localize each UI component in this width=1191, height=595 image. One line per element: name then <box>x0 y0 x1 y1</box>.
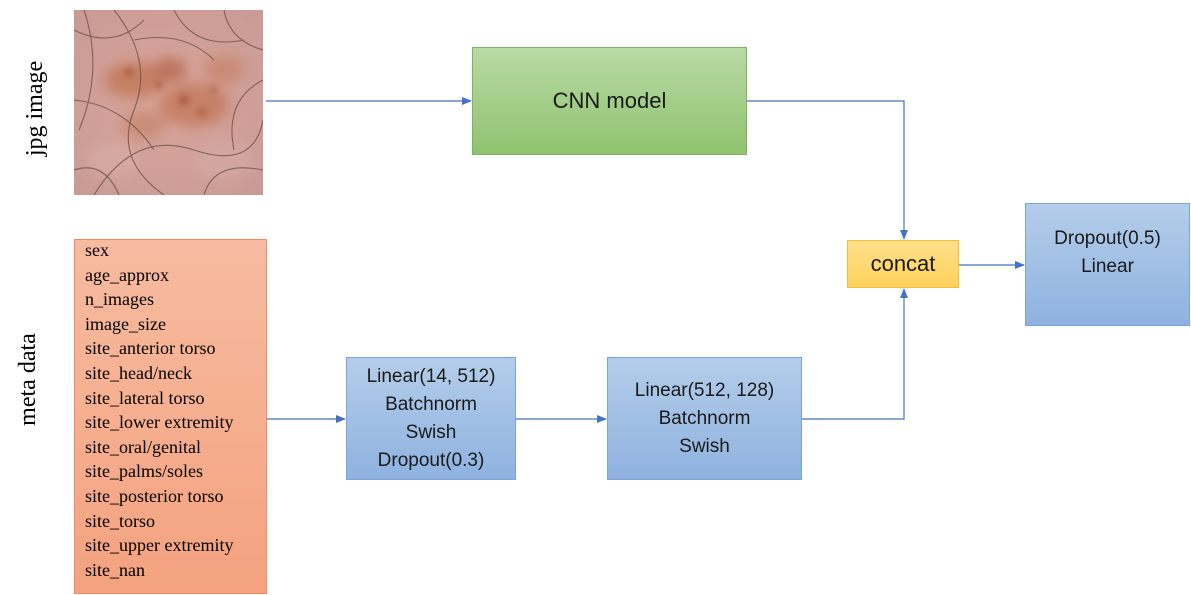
meta-feature: site_anterior torso <box>85 338 216 359</box>
meta-feature: image_size <box>85 313 166 334</box>
meta-feature: sex <box>85 240 109 260</box>
meta-feature: site_torso <box>85 510 155 531</box>
arrow-block2-to-concat <box>802 288 908 420</box>
meta-feature: n_images <box>85 289 154 310</box>
meta-feature: age_approx <box>85 264 169 285</box>
cnn-model-node: CNN model <box>472 47 747 155</box>
meta-feature: site_lower extremity <box>85 412 234 433</box>
block-2-layer: Linear(512, 128) <box>634 379 775 401</box>
skin-lesion-image <box>74 10 263 195</box>
meta-mlp-block-1: Linear(14, 512) Batchnorm Swish Dropout(… <box>346 357 516 480</box>
meta-feature-list: sex age_approx n_images image_size site_… <box>85 241 233 585</box>
meta-feature: site_oral/genital <box>85 436 201 457</box>
arrow-cnn-to-concat <box>747 100 908 240</box>
meta-feature: site_palms/soles <box>85 461 203 482</box>
block-1-layer: Batchnorm <box>385 393 477 415</box>
block-2-layer: Swish <box>679 435 730 457</box>
concat-label: concat <box>870 251 936 276</box>
meta-mlp-block-2: Linear(512, 128) Batchnorm Swish <box>607 357 802 480</box>
block-1-layer: Dropout(0.3) <box>377 449 485 471</box>
meta-feature: site_upper extremity <box>85 535 234 556</box>
head-layer: Linear <box>1081 255 1134 277</box>
meta-feature: site_posterior torso <box>85 485 224 506</box>
block-1-layer: Swish <box>405 421 457 443</box>
meta-feature: site_lateral torso <box>85 387 205 408</box>
block-2-layer: Batchnorm <box>658 407 751 429</box>
head-layer: Dropout(0.5) <box>1054 227 1161 249</box>
cnn-model-label: CNN model <box>552 88 667 113</box>
meta-feature: site_head/neck <box>85 362 192 383</box>
block-1-layer: Linear(14, 512) <box>366 365 496 387</box>
meta-feature: site_nan <box>85 559 145 580</box>
output-head-block: Dropout(0.5) Linear <box>1025 203 1190 326</box>
concat-node: concat <box>847 240 959 288</box>
meta-data-box: sex age_approx n_images image_size site_… <box>74 239 267 594</box>
